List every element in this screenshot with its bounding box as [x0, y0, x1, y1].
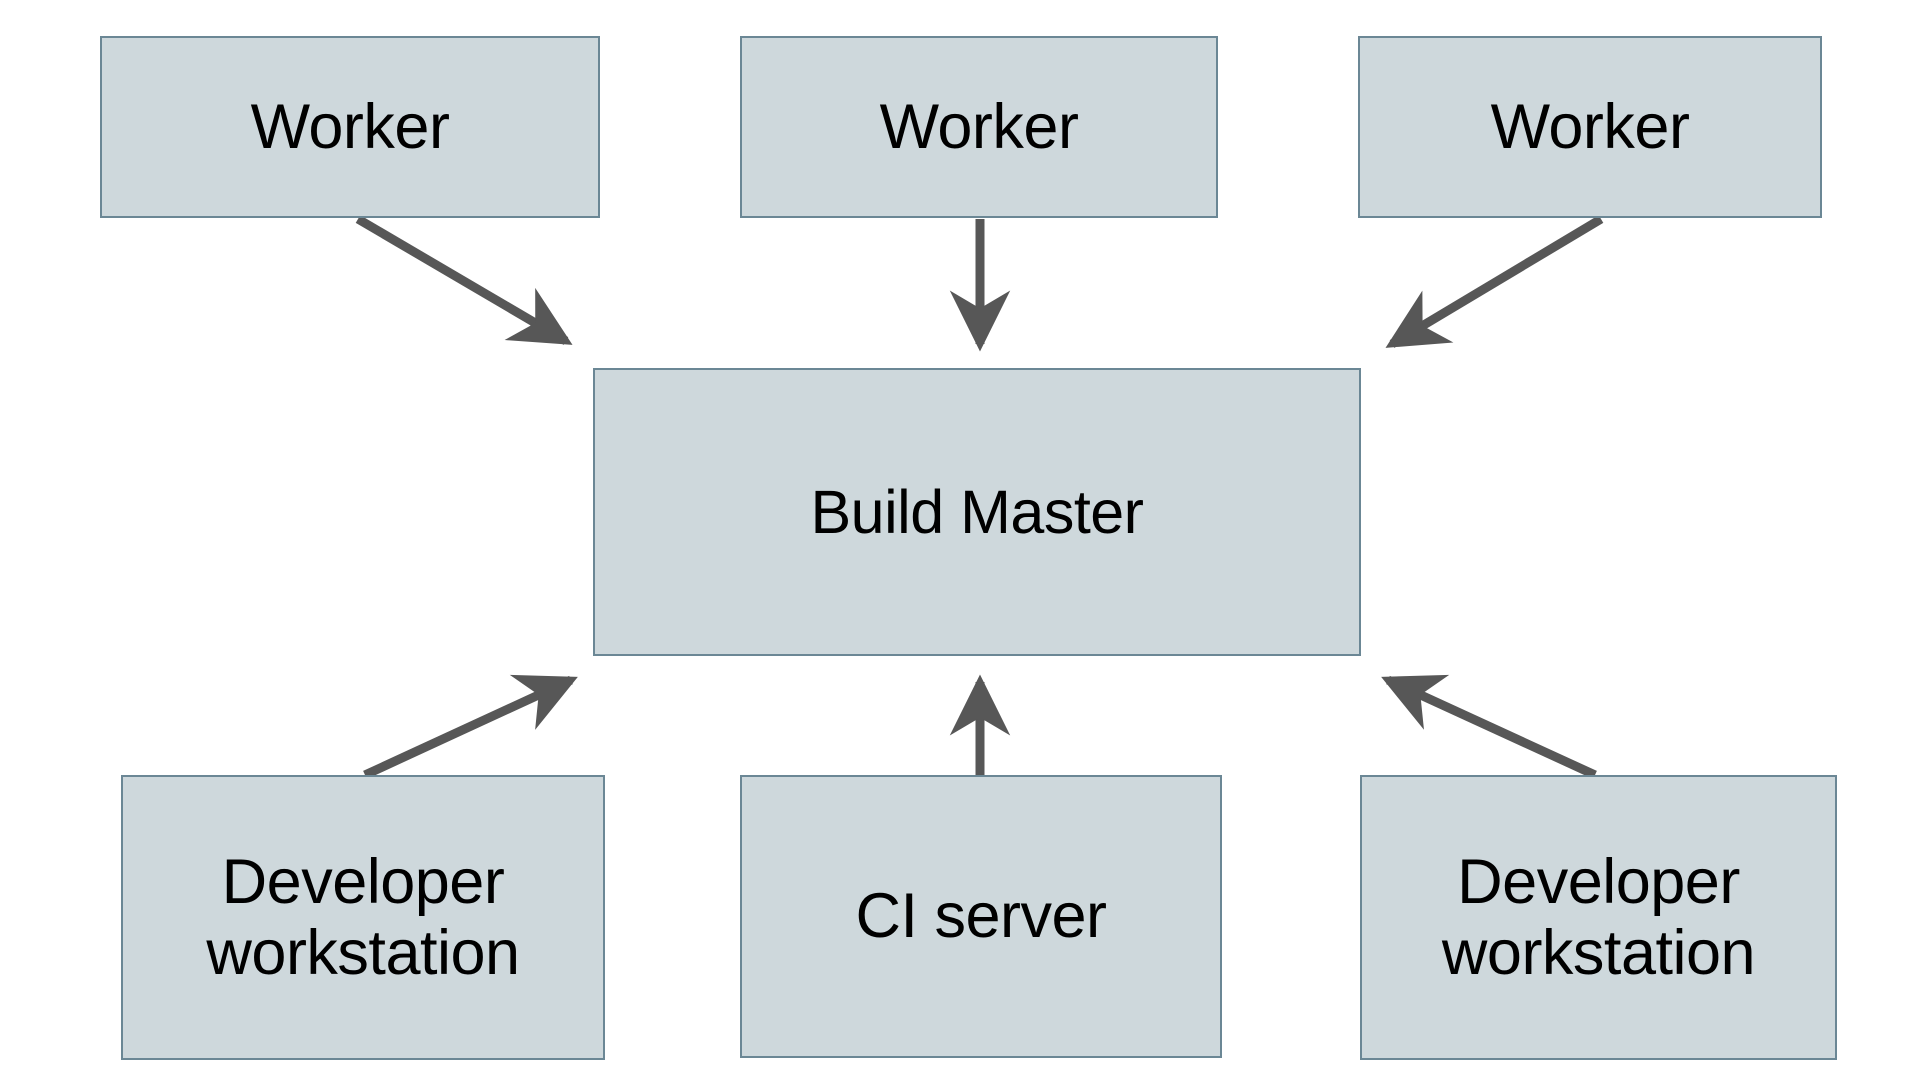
node-build-master-label: Build Master	[810, 477, 1144, 546]
node-worker-left-label: Worker	[250, 91, 450, 162]
edge-worker-right-to-master	[1385, 215, 1604, 348]
node-dev-right[interactable]: Developer workstation	[1360, 775, 1837, 1060]
node-worker-left[interactable]: Worker	[100, 36, 600, 218]
node-worker-center-label: Worker	[879, 91, 1079, 162]
node-worker-right[interactable]: Worker	[1358, 36, 1822, 218]
node-ci-server-label: CI server	[855, 881, 1107, 952]
edge-dev-left-to-master	[363, 674, 578, 780]
node-dev-right-label: Developer workstation	[1441, 846, 1756, 988]
edge-worker-left-to-master	[355, 215, 573, 345]
edge-dev-right-to-master	[1381, 674, 1597, 780]
node-worker-right-label: Worker	[1490, 91, 1690, 162]
node-dev-left[interactable]: Developer workstation	[121, 775, 605, 1060]
node-ci-server[interactable]: CI server	[740, 775, 1222, 1058]
node-worker-center[interactable]: Worker	[740, 36, 1218, 218]
node-dev-left-label: Developer workstation	[206, 846, 520, 988]
node-build-master[interactable]: Build Master	[593, 368, 1361, 656]
